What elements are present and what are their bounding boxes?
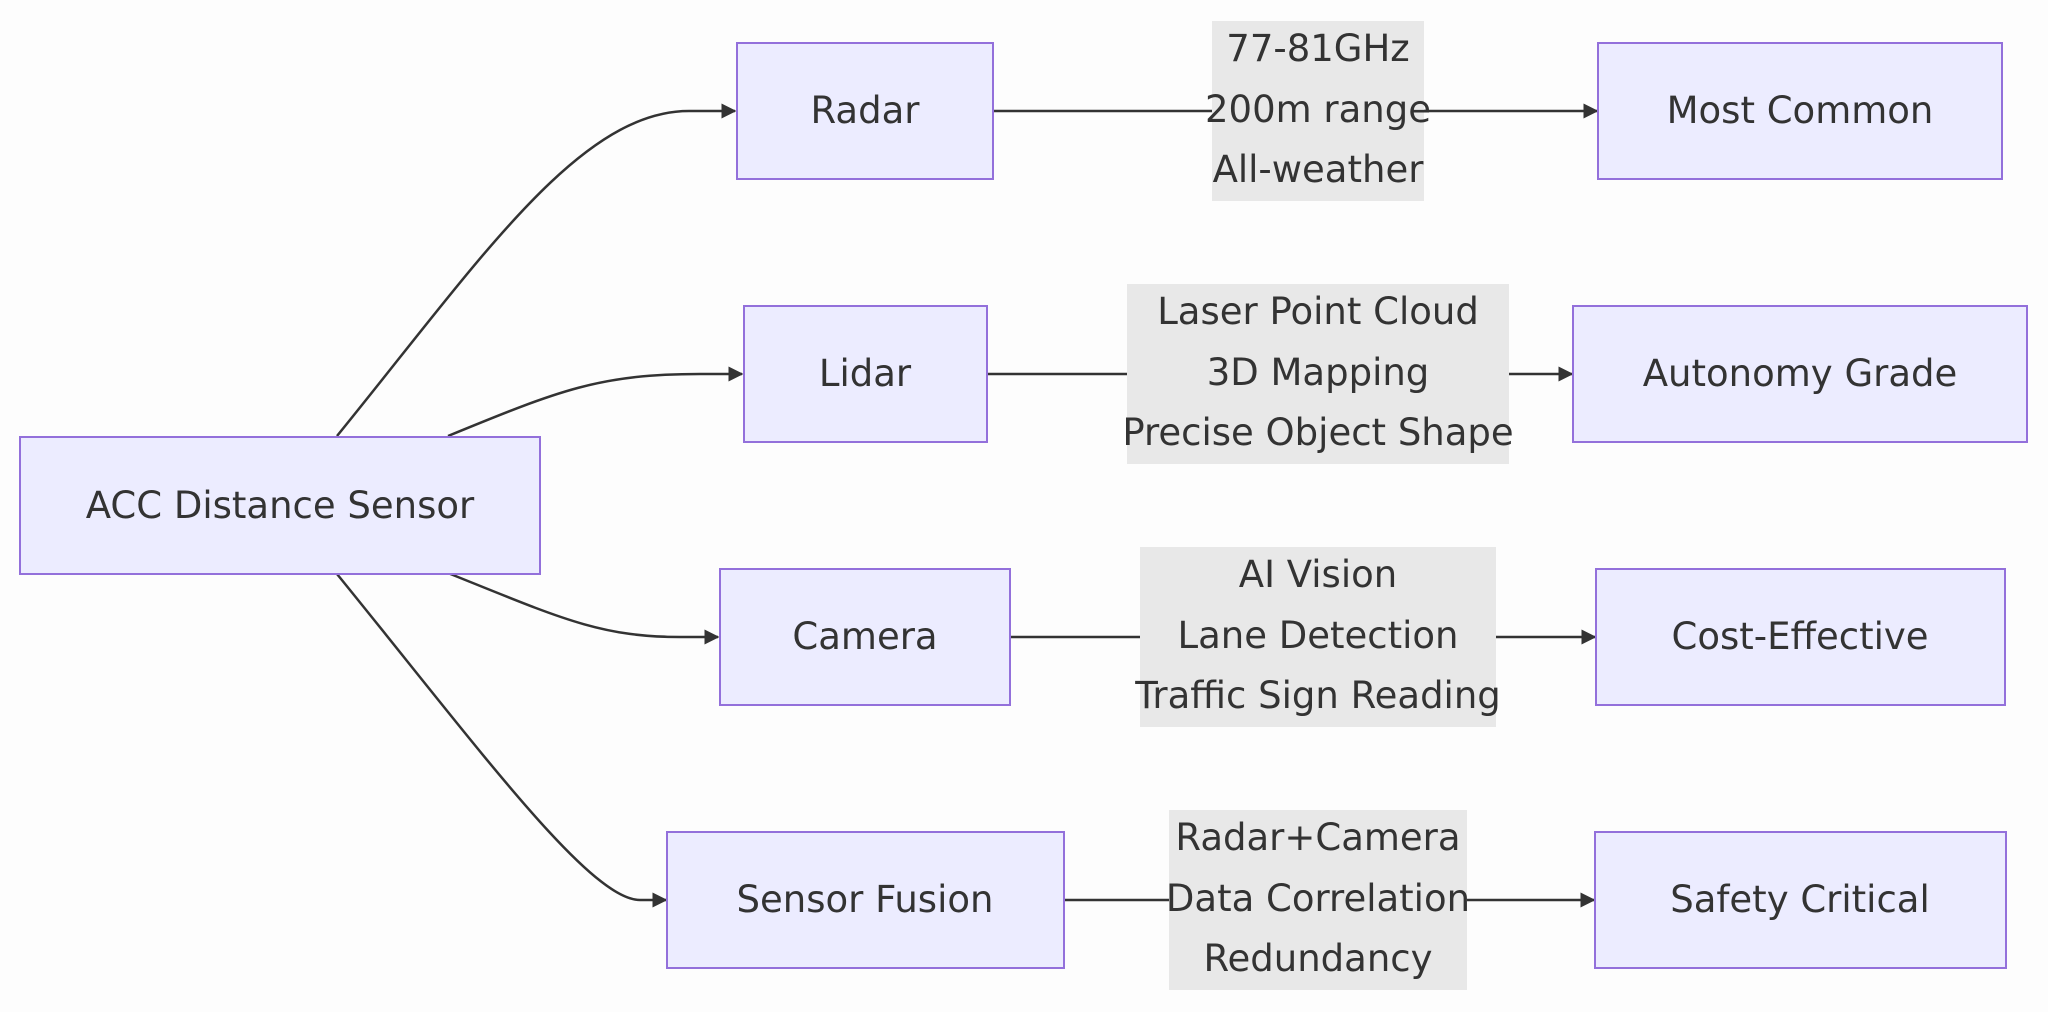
edge-label-lidar-line-3: Precise Object Shape xyxy=(1122,411,1513,454)
node-sensor-fusion[interactable]: Sensor Fusion xyxy=(666,831,1065,969)
edge-label-radar-line-3: All-weather xyxy=(1213,148,1425,191)
edge-label-camera-line-2: Lane Detection xyxy=(1177,614,1458,657)
node-cost-effective-label: Cost-Effective xyxy=(1671,615,1928,658)
edge-label-fusion: Radar+Camera Data Correlation Redundancy xyxy=(1166,810,1470,990)
edge-root-radar xyxy=(336,103,737,437)
edge-root-lidar xyxy=(447,366,744,438)
edge-label-camera-line-3: Traffic Sign Reading xyxy=(1134,674,1501,717)
edge-label-radar: 77-81GHz 200m range All-weather xyxy=(1205,21,1431,201)
edge-root-fusion xyxy=(336,573,668,908)
node-most-common[interactable]: Most Common xyxy=(1597,42,2003,180)
edge-label-fusion-line-1: Radar+Camera xyxy=(1175,816,1460,859)
node-lidar-label: Lidar xyxy=(819,352,912,395)
node-radar[interactable]: Radar xyxy=(736,42,994,180)
node-acc-distance-sensor-label: ACC Distance Sensor xyxy=(86,484,475,527)
edge-label-camera: AI Vision Lane Detection Traffic Sign Re… xyxy=(1134,547,1501,727)
node-most-common-label: Most Common xyxy=(1667,89,1934,132)
node-safety-critical[interactable]: Safety Critical xyxy=(1594,831,2007,969)
edge-root-camera xyxy=(447,571,720,645)
edge-label-lidar: Laser Point Cloud 3D Mapping Precise Obj… xyxy=(1122,284,1514,464)
node-camera-label: Camera xyxy=(792,615,937,658)
node-acc-distance-sensor[interactable]: ACC Distance Sensor xyxy=(19,436,541,575)
node-lidar[interactable]: Lidar xyxy=(743,305,988,443)
edge-label-fusion-line-2: Data Correlation xyxy=(1166,877,1470,920)
node-autonomy-grade-label: Autonomy Grade xyxy=(1643,352,1958,395)
node-cost-effective[interactable]: Cost-Effective xyxy=(1595,568,2006,706)
edge-label-lidar-line-2: 3D Mapping xyxy=(1207,351,1430,394)
node-camera[interactable]: Camera xyxy=(719,568,1011,706)
edge-label-radar-line-2: 200m range xyxy=(1205,88,1431,131)
edge-label-lidar-line-1: Laser Point Cloud xyxy=(1157,290,1479,333)
node-radar-label: Radar xyxy=(811,89,921,132)
node-safety-critical-label: Safety Critical xyxy=(1670,878,1930,921)
node-sensor-fusion-label: Sensor Fusion xyxy=(737,878,994,921)
edge-label-camera-line-1: AI Vision xyxy=(1239,553,1397,596)
edge-label-fusion-line-3: Redundancy xyxy=(1203,937,1432,980)
node-autonomy-grade[interactable]: Autonomy Grade xyxy=(1572,305,2028,443)
edge-label-radar-line-1: 77-81GHz xyxy=(1226,27,1409,70)
